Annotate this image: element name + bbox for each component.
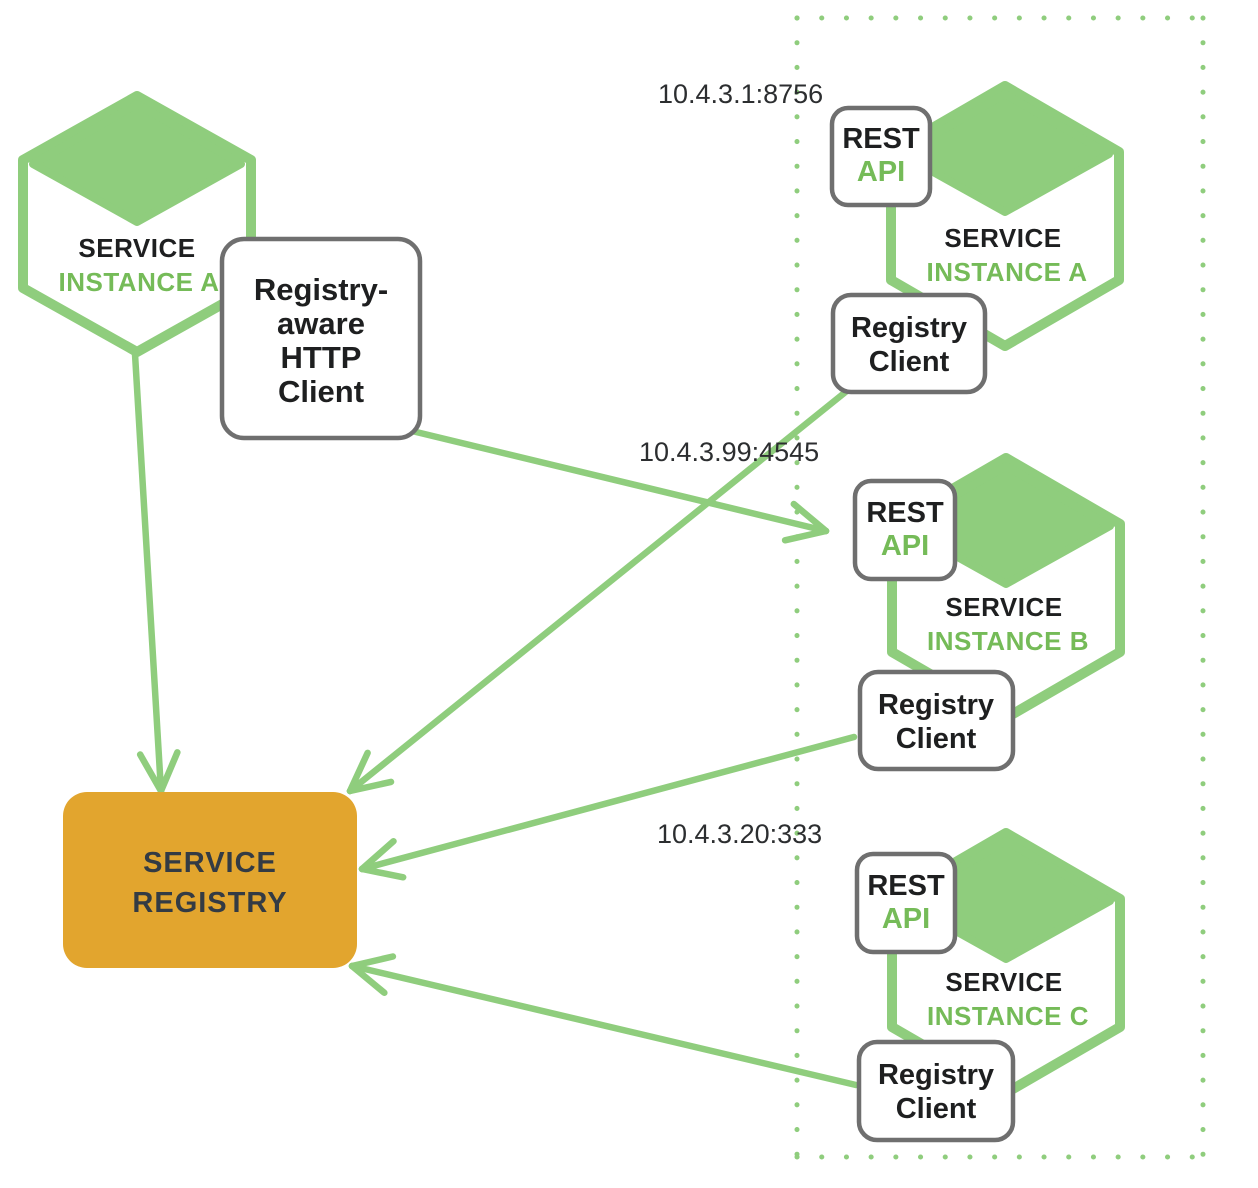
service-registry-label-line2: REGISTRY bbox=[132, 887, 287, 919]
arrow-registry-client-a-to-service-registry bbox=[346, 386, 852, 795]
registry-client-box-instance-c bbox=[856, 1039, 1016, 1143]
instance-c-registry-client-line1: Registry bbox=[878, 1059, 994, 1091]
instance-b-name-label: INSTANCE B bbox=[927, 626, 1089, 656]
instance-b-address-label: 10.4.3.99:4545 bbox=[639, 437, 819, 467]
instance-c-api-label: API bbox=[882, 903, 930, 935]
instance-a-address-label: 10.4.3.1:8756 bbox=[658, 79, 823, 109]
instance-c-address-label: 10.4.3.20:333 bbox=[657, 819, 822, 849]
instance-c-service-label: SERVICE bbox=[945, 967, 1062, 997]
arrow-shaft bbox=[346, 386, 852, 795]
rest-api-box-instance-a bbox=[829, 105, 933, 208]
instance-c-registry-client-line2: Client bbox=[896, 1093, 977, 1125]
arrowhead-stroke bbox=[790, 500, 830, 535]
arrowhead-stroke bbox=[348, 953, 397, 970]
left-instance-name-label: INSTANCE A bbox=[59, 267, 220, 297]
arrow-shaft bbox=[408, 427, 830, 535]
http-client-label-line4: Client bbox=[278, 374, 364, 409]
arrowhead-stroke bbox=[346, 749, 371, 795]
registry-client-box-instance-a bbox=[830, 292, 988, 395]
instance-a-name-label: INSTANCE A bbox=[927, 257, 1088, 287]
instance-b-api-label: API bbox=[881, 530, 929, 562]
hexagon-top-face bbox=[897, 90, 1113, 216]
registry-client-box-instance-b bbox=[857, 669, 1016, 772]
instance-c-rest-label: REST bbox=[867, 870, 945, 902]
arrowhead-stroke bbox=[358, 865, 407, 881]
rest-api-box-instance-b bbox=[852, 478, 958, 582]
instance-c-name-label: INSTANCE C bbox=[927, 1001, 1089, 1031]
instance-b-registry-client-line2: Client bbox=[896, 723, 977, 755]
hexagon-service-instance-a bbox=[886, 81, 1124, 351]
arrow-registry-client-c-to-service-registry bbox=[348, 953, 860, 1089]
service-registry-label-line1: SERVICE bbox=[143, 847, 277, 879]
instance-a-registry-client-line1: Registry bbox=[851, 312, 967, 344]
instance-b-registry-client-line1: Registry bbox=[878, 689, 994, 721]
arrow-http-client-to-rest-api-instance-b bbox=[408, 427, 830, 544]
arrowhead-stroke bbox=[136, 751, 165, 795]
instance-a-rest-label: REST bbox=[842, 123, 920, 155]
instance-a-api-label: API bbox=[857, 156, 905, 188]
registry-aware-http-client-box bbox=[219, 236, 423, 441]
service-registry-box bbox=[63, 792, 357, 968]
instance-a-registry-client-line2: Client bbox=[869, 346, 950, 378]
arrow-registry-client-b-to-service-registry bbox=[358, 733, 858, 881]
http-client-label-line3: HTTP bbox=[281, 340, 362, 375]
arrowhead-stroke bbox=[157, 749, 181, 795]
hexagon-left-service-instance-a bbox=[18, 91, 256, 357]
arrow-left-instance-to-service-registry bbox=[131, 350, 181, 795]
http-client-label-line1: Registry- bbox=[254, 272, 388, 307]
arrowhead-stroke bbox=[358, 837, 397, 873]
arrowhead-stroke bbox=[781, 527, 830, 544]
arrows-layer bbox=[131, 350, 860, 1089]
instances-boundary-dotted-border bbox=[794, 15, 1206, 1160]
hexagon-top-face bbox=[29, 100, 245, 226]
http-client-label-line2: aware bbox=[277, 306, 365, 341]
arrow-shaft bbox=[131, 350, 165, 795]
instance-a-service-label: SERVICE bbox=[944, 223, 1061, 253]
left-instance-service-label: SERVICE bbox=[78, 233, 195, 263]
instance-b-service-label: SERVICE bbox=[945, 592, 1062, 622]
arrow-shaft bbox=[358, 733, 858, 873]
arrow-shaft bbox=[348, 962, 860, 1089]
instance-b-rest-label: REST bbox=[866, 497, 944, 529]
arrowhead-stroke bbox=[346, 778, 395, 795]
arrowhead-stroke bbox=[348, 962, 388, 997]
rest-api-box-instance-c bbox=[854, 851, 958, 955]
